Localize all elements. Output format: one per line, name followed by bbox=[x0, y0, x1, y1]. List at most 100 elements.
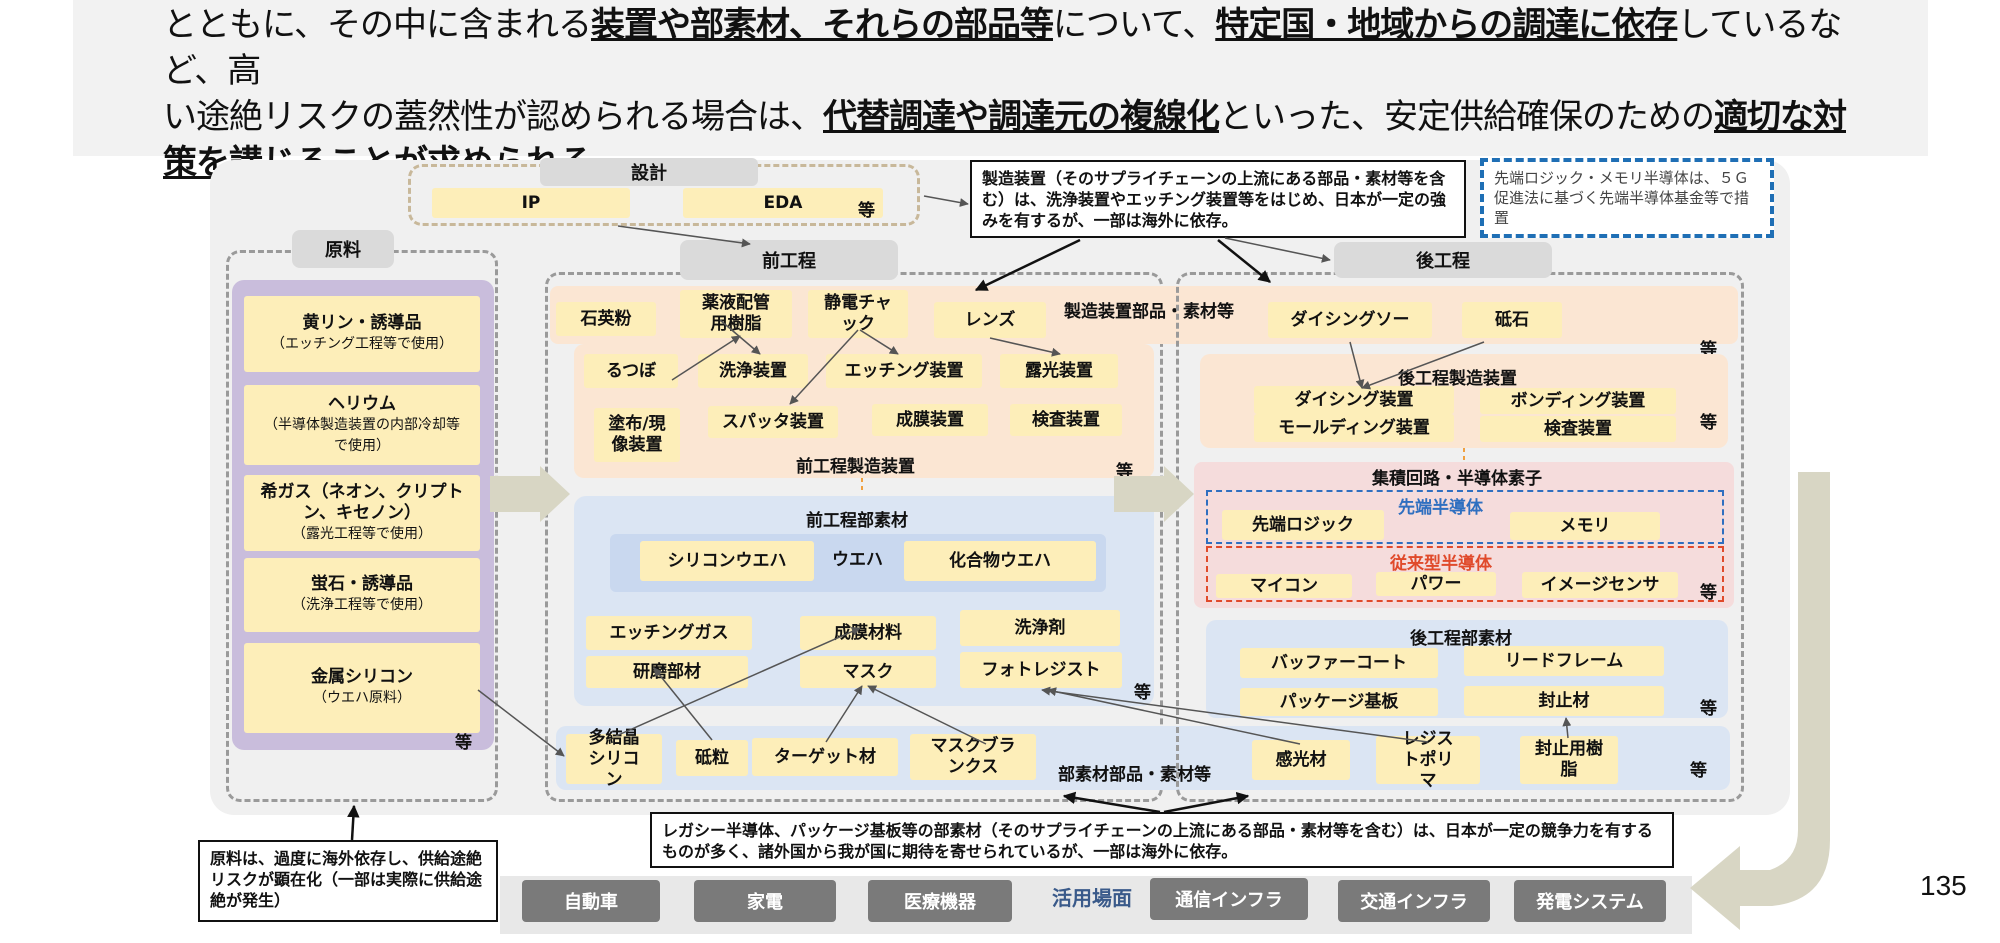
raw-item: 蛍石・誘導品 （洗浄工程等で使用） bbox=[244, 558, 480, 632]
back-equipment-etc: 等 bbox=[1700, 413, 1717, 433]
front-equipment: 露光装置 bbox=[1000, 354, 1118, 388]
usage-item: 医療機器 bbox=[868, 880, 1012, 922]
raw-item: 金属シリコン （ウエハ原料） bbox=[244, 643, 480, 733]
legacy-item: イメージセンサ bbox=[1522, 572, 1678, 598]
front-equipment: 検査装置 bbox=[1010, 404, 1122, 436]
back-material: パッケージ基板 bbox=[1240, 688, 1438, 716]
back-material: 封止材 bbox=[1464, 686, 1664, 716]
sub-parts-label: 部素材部品・素材等 bbox=[1058, 765, 1211, 785]
back-part: ダイシングソー bbox=[1268, 302, 1432, 338]
back-sub-parts-etc: 等 bbox=[1690, 761, 1707, 781]
link-arrows bbox=[477, 195, 1572, 757]
front-equipment: るつぼ bbox=[584, 354, 678, 388]
intro-emphasis: 代替調達や調達元の複線化 bbox=[823, 97, 1220, 137]
intro-text-span: い途絶リスクの蓋然性が認められる場合は、 bbox=[163, 97, 824, 137]
raw-item-name: 黄リン・誘導品 bbox=[302, 313, 422, 333]
advanced-label: 先端半導体 bbox=[1398, 498, 1483, 518]
front-material: フォトレジスト bbox=[960, 652, 1122, 688]
raw-item: 黄リン・誘導品 （エッチング工程等で使用） bbox=[244, 296, 480, 372]
back-equipment: 検査装置 bbox=[1480, 416, 1676, 442]
intro-panel bbox=[73, 0, 1928, 156]
flow-arrow bbox=[490, 466, 570, 522]
back-materials-etc: 等 bbox=[1700, 699, 1717, 719]
front-material: 研磨部材 bbox=[586, 656, 748, 688]
intro-text-span: といった、安定供給確保のための bbox=[1219, 97, 1715, 137]
front-process-title: 前工程 bbox=[680, 240, 898, 280]
front-equipment-label: 前工程製造装置 bbox=[796, 457, 915, 477]
front-material: エッチングガス bbox=[586, 616, 752, 650]
back-sub-part: 感光材 bbox=[1252, 740, 1350, 780]
front-sub-part: 砥粒 bbox=[676, 740, 748, 776]
raw-item-name: ヘリウム bbox=[328, 393, 396, 414]
raw-item: ヘリウム （半導体製造装置の内部冷却等で使用） bbox=[244, 385, 480, 465]
callout-arrows bbox=[347, 238, 1271, 841]
raw-item-name: 蛍石・誘導品 bbox=[311, 574, 413, 594]
connector-lines bbox=[861, 448, 1465, 494]
advanced-item: メモリ bbox=[1510, 512, 1660, 540]
raw-item-note: （ウエハ原料） bbox=[313, 690, 411, 706]
wafer-label: ウエハ bbox=[832, 550, 883, 570]
ic-etc: 等 bbox=[1700, 583, 1717, 603]
intro-text-span: について、 bbox=[1052, 5, 1216, 45]
usage-item: 発電システム bbox=[1514, 880, 1666, 922]
front-materials-label: 前工程部素材 bbox=[806, 511, 908, 531]
raw-item-note: （露光工程等で使用） bbox=[292, 525, 432, 542]
intro-emphasis: 装置や部素材、それらの部品等 bbox=[590, 5, 1054, 45]
legacy-semiconductor-group bbox=[1206, 546, 1724, 602]
flow-arrow bbox=[1690, 472, 1830, 930]
back-material: リードフレーム bbox=[1464, 646, 1664, 676]
usage-item: 通信インフラ bbox=[1150, 878, 1308, 920]
front-materials-etc: 等 bbox=[1134, 683, 1151, 703]
ip-box: IP bbox=[432, 188, 630, 218]
raw-item-note: （エッチング工程等で使用） bbox=[271, 336, 453, 352]
front-part: 石英粉 bbox=[556, 302, 656, 336]
intro-text: とともに、その中に含まれる装置や部素材、それらの部品等について、特定国・地域から… bbox=[163, 2, 1883, 186]
usage-label: 活用場面 bbox=[1052, 886, 1132, 910]
ic-label: 集積回路・半導体素子 bbox=[1372, 469, 1542, 489]
legacy-label: 従来型半導体 bbox=[1390, 554, 1492, 574]
front-part: 薬液配管用樹脂 bbox=[680, 290, 792, 338]
design-title: 設計 bbox=[540, 158, 758, 186]
front-equipment: 洗浄装置 bbox=[698, 354, 808, 388]
back-equipment: モールディング装置 bbox=[1254, 414, 1454, 442]
front-equipment: エッチング装置 bbox=[826, 354, 982, 388]
back-equipment: ダイシング装置 bbox=[1254, 386, 1454, 414]
raw-item-note: （洗浄工程等で使用） bbox=[292, 597, 432, 613]
equipment-parts-label: 製造装置部品・素材等 bbox=[1064, 302, 1234, 322]
front-sub-part: ターゲット材 bbox=[752, 738, 898, 776]
raw-callout: 原料は、過度に海外依存し、供給途絶リスクが顕在化（一部は実際に供給途絶が発生） bbox=[198, 840, 498, 922]
raw-item-name: 希ガス（ネオン、クリプトン、キセノン） bbox=[260, 481, 464, 523]
raw-item: 希ガス（ネオン、クリプトン、キセノン） （露光工程等で使用） bbox=[244, 475, 480, 551]
intro-text-span: とともに、その中に含まれる bbox=[163, 5, 592, 45]
front-equipment: スパッタ装置 bbox=[708, 406, 838, 438]
back-equipment: ボンディング装置 bbox=[1480, 388, 1676, 414]
legacy-item: パワー bbox=[1376, 572, 1496, 596]
back-process-title: 後工程 bbox=[1334, 242, 1552, 278]
flow-arrow bbox=[1114, 466, 1194, 522]
legacy-callout: レガシー半導体、パッケージ基板等の部素材（そのサプライチェーンの上流にある部品・… bbox=[650, 812, 1674, 868]
eda-box: EDA bbox=[683, 188, 883, 218]
equipment-callout: 製造装置（そのサプライチェーンの上流にある部品・素材等を含む）は、洗浄装置やエッ… bbox=[970, 160, 1466, 238]
raw-materials-title: 原料 bbox=[292, 230, 394, 268]
front-sub-part: 多結晶シリコン bbox=[566, 728, 662, 790]
raw-item-name: 金属シリコン bbox=[311, 667, 413, 687]
design-etc: 等 bbox=[858, 201, 875, 221]
intro-text-span: しているなど、高 bbox=[163, 5, 1842, 91]
advanced-item: 先端ロジック bbox=[1222, 510, 1384, 540]
usage-item: 交通インフラ bbox=[1338, 880, 1490, 922]
raw-etc: 等 bbox=[455, 733, 472, 753]
advanced-callout: 先端ロジック・メモリ半導体は、５Ｇ促進法に基づく先端半導体基金等で措置 bbox=[1480, 158, 1774, 238]
usage-item: 自動車 bbox=[522, 880, 660, 922]
intro-emphasis: 適切な対 bbox=[1714, 97, 1847, 137]
front-material: 洗浄剤 bbox=[960, 610, 1120, 646]
back-material: バッファーコート bbox=[1240, 648, 1438, 678]
flow-arrows bbox=[490, 466, 1830, 930]
intro-emphasis: 特定国・地域からの調達に依存 bbox=[1215, 5, 1678, 45]
back-equipment-label: 後工程製造装置 bbox=[1398, 369, 1517, 389]
front-material: マスク bbox=[800, 656, 936, 688]
back-sub-part: 封止用樹脂 bbox=[1520, 736, 1618, 784]
wafer-item: 化合物ウエハ bbox=[904, 541, 1096, 581]
legacy-item: マイコン bbox=[1216, 574, 1352, 598]
advanced-semiconductor-group bbox=[1206, 490, 1724, 544]
